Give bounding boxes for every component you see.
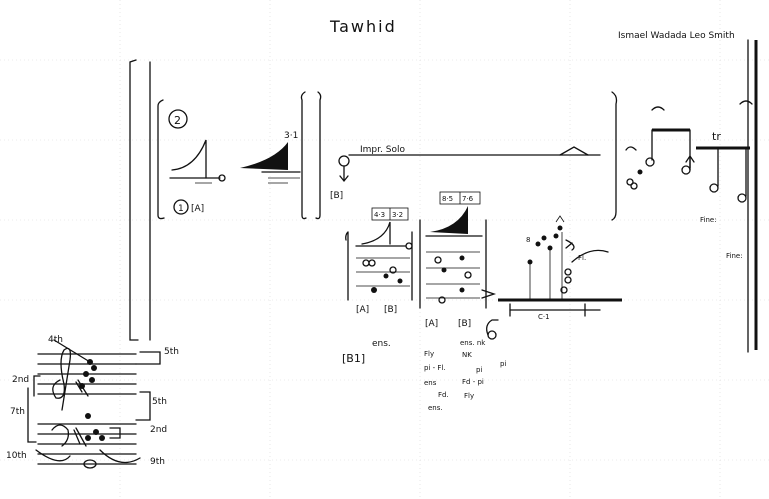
box-a-label: [A] bbox=[191, 204, 204, 214]
final-passage: pi C·1 8 Fl. bbox=[481, 215, 622, 368]
block-8-5-7-6: 8·5 7·6 [A] [B] bbox=[419, 191, 487, 329]
wedge-3-1: 3·1 bbox=[240, 131, 301, 184]
interval-10th: 10th bbox=[6, 451, 27, 461]
instrument: Fd - pi bbox=[462, 378, 484, 386]
section-2-block: 2 1 [A] bbox=[157, 99, 226, 220]
instrument-column-1: Fly pi - Fl. ens Fd. ens. bbox=[424, 350, 449, 412]
interval-4th: 4th bbox=[48, 335, 63, 345]
impro-solo-label: Impr. Solo bbox=[360, 145, 405, 155]
fraction-3-2: 3·2 bbox=[392, 211, 403, 219]
middle-bracket-right bbox=[315, 91, 322, 220]
improvisation-solo-line: [B] Impr. Solo bbox=[330, 145, 601, 201]
section-1-number: 1 bbox=[178, 204, 184, 214]
fine-label-2: Fine: bbox=[726, 252, 743, 260]
fraction-7-6: 7·6 bbox=[462, 195, 474, 203]
instrument: pi bbox=[476, 366, 482, 374]
box-a-2: [A] bbox=[356, 305, 369, 315]
box-b-3: [B] bbox=[458, 319, 471, 329]
tremolo-figure: tr Fine: Fine: bbox=[645, 100, 753, 260]
instrument: ens bbox=[424, 379, 437, 387]
middle-bracket bbox=[300, 91, 307, 220]
c1-label: C·1 bbox=[538, 313, 550, 321]
composer-name: Ismael Wadada Leo Smith bbox=[618, 31, 735, 41]
interval-chord-diagram: 4th 5th 2nd 7th 5th 2nd 10th 9th bbox=[6, 335, 179, 469]
fraction-4-3: 4·3 bbox=[374, 211, 385, 219]
left-system-bracket bbox=[129, 59, 151, 341]
box-b1-label: [B1] bbox=[342, 352, 365, 365]
instrument-column-2: ens. nk NK pi Fd - pi Fly bbox=[460, 339, 486, 400]
instrument: ens. nk bbox=[460, 339, 486, 347]
interval-2nd-left: 2nd bbox=[12, 375, 29, 385]
box-b-2: [B] bbox=[384, 305, 397, 315]
interval-9th: 9th bbox=[150, 457, 165, 467]
interval-5th-top: 5th bbox=[164, 347, 179, 357]
pi-label: pi bbox=[500, 360, 506, 368]
fermata-left bbox=[625, 146, 637, 151]
box-a-3: [A] bbox=[425, 319, 438, 329]
section-2-number: 2 bbox=[174, 114, 181, 127]
interval-5th-mid: 5th bbox=[152, 397, 167, 407]
interval-2nd-right: 2nd bbox=[150, 425, 167, 435]
instrument: Fly bbox=[464, 392, 474, 400]
interval-7th: 7th bbox=[10, 407, 25, 417]
score-title: Tawhid bbox=[329, 17, 397, 36]
instrument: Fd. bbox=[438, 391, 449, 399]
flute-label: Fl. bbox=[578, 254, 586, 262]
instrument: ens. bbox=[428, 404, 443, 412]
fraction-8-5: 8·5 bbox=[442, 195, 453, 203]
block-4-3-3-2: 4·3 3·2 [A] [B] ens. [B1] bbox=[342, 207, 413, 365]
ens-label: ens. bbox=[372, 339, 391, 349]
instrument: NK bbox=[462, 351, 472, 359]
trill-label: tr bbox=[712, 130, 721, 143]
right-bracket bbox=[611, 91, 618, 221]
box-b-label: [B] bbox=[330, 191, 343, 201]
number-8: 8 bbox=[526, 236, 530, 244]
instrument: pi - Fl. bbox=[424, 364, 446, 372]
instrument: Fly bbox=[424, 350, 434, 358]
fraction-3-1: 3·1 bbox=[284, 131, 298, 141]
fine-label-1: Fine: bbox=[700, 216, 717, 224]
